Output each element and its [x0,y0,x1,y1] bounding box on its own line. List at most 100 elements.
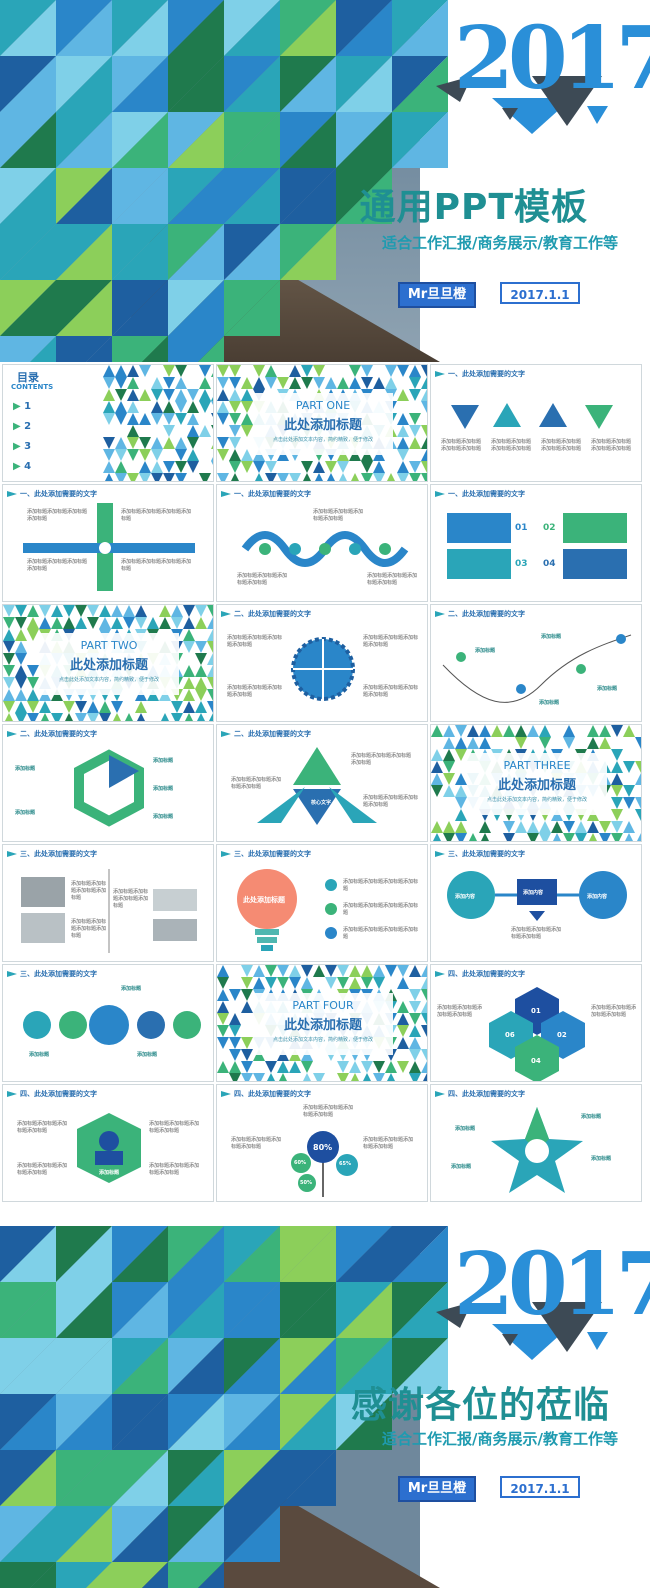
slide-boxes[interactable]: 一、此处添加需要的文字 01 02 03 04 [430,484,642,602]
mosaic-tile [197,713,205,721]
slide-curve[interactable]: 二、此处添加需要的文字 添加标题 添加标题 添加标题 添加标题 [430,604,642,722]
mosaic-tile [195,617,207,629]
toc-item-2: ▶ 2 [13,421,32,432]
mosaic-tile [217,1037,229,1049]
mosaic-tile [163,413,175,425]
slide-header: 一、此处添加需要的文字 [435,369,525,379]
slide-pyramid[interactable]: 二、此处添加需要的文字 核心文字 添加标题添加标题添加标题添加标题 添加标题添加… [216,724,428,842]
mosaic-tile [111,605,123,617]
mosaic-tile [241,1001,253,1013]
mosaic-tile [253,461,265,473]
slide-star[interactable]: 四、此处添加需要的文字 添加标题 添加标题 添加标题 添加标题 [430,1084,642,1202]
mosaic-tile [241,389,253,401]
mosaic-tile [527,821,539,833]
slide-globe[interactable]: 三、此处添加需要的文字 添加标题 添加标题 添加标题 [2,964,214,1082]
mosaic-tile [56,1506,112,1562]
mosaic-tile [51,617,63,629]
mosaic-tile [217,965,229,977]
mosaic-tile [27,665,39,677]
mosaic-tile [301,461,313,473]
cover-slide: 2017 通用PPT模板 适合工作汇报/商务展示/教育工作等 Mr旦旦橙 201… [0,0,650,362]
mosaic-tile [280,1282,336,1338]
mosaic-tile [241,1049,253,1061]
mosaic-tile [15,713,27,721]
slide-part-four[interactable]: PART FOUR 此处添加标题 点击此处添加文本内容，简约精致，便于修改 [216,964,428,1082]
bulb-text-2: 添加标题添加标题添加标题添加标题 [343,903,419,916]
slide-photos[interactable]: 三、此处添加需要的文字 添加标题添加标题添加标题添加标题 添加标题添加标题添加标… [2,844,214,962]
mosaic-tile [217,389,229,401]
toc-item-1: ▶ 1 [13,401,32,412]
mosaic-tile [207,677,213,689]
slide-hexagon[interactable]: 二、此处添加需要的文字 添加标题 添加标题 添加标题 添加标题 添加标题 [2,724,214,842]
mosaic-tile [0,1450,56,1506]
mosaic-tile [337,977,349,989]
slide-gear[interactable]: 二、此处添加需要的文字 添加标题添加标题添加标题添加标题 添加标题添加标题添加标… [216,604,428,722]
mosaic-tile [207,641,213,653]
part-four-box: PART FOUR 此处添加标题 点击此处添加文本内容，简约精致，便于修改 [253,993,393,1055]
photo-text-1: 添加标题添加标题添加标题添加标题 [71,881,107,901]
mosaic-tile [277,977,289,989]
slide-header: 四、此处添加需要的文字 [435,1089,525,1099]
part-two-title: 此处添加标题 [69,658,148,673]
mosaic-tile [336,1338,392,1394]
slide-header: 三、此处添加需要的文字 [7,849,97,859]
mosaic-tile [539,737,551,749]
mosaic-tile [175,473,187,481]
slide-triangles[interactable]: 一、此处添加需要的文字 添加标题添加标题添加标题添加标题 添加标题添加标题添加标… [430,364,642,482]
slide-cross[interactable]: 一、此处添加需要的文字 添加标题添加标题添加标题添加标题 添加标题添加标题添加标… [2,484,214,602]
mosaic-tile [87,713,99,721]
mosaic-tile [265,1061,277,1073]
mosaic-tile [315,473,323,481]
part-three-box: PART THREE 此处添加标题 点击此处添加文本内容，简约精致，便于修改 [467,753,607,815]
slide-toc[interactable]: 目录 CONTENTS ▶ 1 ▶ 2 ▶ 3 ▶ 4 [2,364,214,482]
pyramid-diagram [257,747,377,825]
slide-bulb[interactable]: 三、此处添加需要的文字 此处添加标题 添加标题添加标题添加标题添加标题 添加标题… [216,844,428,962]
mosaic-tile [103,413,115,425]
mosaic-tile [280,1338,336,1394]
hex-title-4: 添加标题 [153,786,174,792]
mosaic-tile [421,401,427,413]
mosaic-tile [56,336,112,362]
mosaic-tile [409,377,421,389]
mosaic-tile [433,833,441,841]
slide-wave[interactable]: 一、此处添加需要的文字 添加标题添加标题添加标题添加标题 添加标题添加标题添加标… [216,484,428,602]
mosaic-tile [229,989,241,1001]
slide-person[interactable]: 四、此处添加需要的文字 添加标题 添加标题添加标题添加标题添加标题 添加标题添加… [2,1084,214,1202]
mosaic-tile [63,701,75,713]
mosaic-tile [183,677,195,689]
mosaic-tile [199,473,211,481]
mosaic-tile [336,56,392,112]
mosaic-tile [183,665,195,677]
mosaic-tile [392,1226,448,1282]
mosaic-tile [151,449,163,461]
mosaic-tile [195,677,207,689]
slide-tree[interactable]: 四、此处添加需要的文字 80% 65% 60% 50% 添加标题添加标题添加标题… [216,1084,428,1202]
mosaic-tile [0,1282,56,1338]
slide-part-three[interactable]: PART THREE 此处添加标题 点击此处添加文本内容，简约精致，便于修改 [430,724,642,842]
mosaic-tile [265,365,277,377]
mosaic-tile [112,1226,168,1282]
mosaic-tile [56,1450,112,1506]
bulb-diagram [237,869,337,951]
mosaic-tile [277,449,289,461]
cover-subtitle: 适合工作汇报/商务展示/教育工作等 [382,234,618,252]
slide-part-two[interactable]: PART TWO 此处添加标题 点击此处添加文本内容，简约精致，便于修改 [2,604,214,722]
mosaic-tile [277,1049,289,1061]
num-02: 02 [543,523,556,533]
mosaic-tile [112,112,168,168]
mosaic-tile [159,689,171,701]
mosaic-tile [421,425,427,437]
mosaic-tile [455,809,467,821]
mosaic-tile [198,1562,224,1588]
slide-part-one[interactable]: PART ONE 此处添加标题 点击此处添加文本内容，简约精致，便于修改 [216,364,428,482]
ending-mosaic [0,1226,448,1588]
slide-six-hex[interactable]: 四、此处添加需要的文字 01 02 06 04 添加标题添加标题添加标题添加标题… [430,964,642,1082]
mosaic-tile [217,377,229,389]
mosaic-tile [635,761,641,773]
mosaic-tile [303,1073,311,1081]
slide-flow[interactable]: 三、此处添加需要的文字 添加内容 添加内容 添加内容 添加标题添加标题添加标题添… [430,844,642,962]
mosaic-tile [75,713,87,721]
mosaic-tile [397,965,409,977]
ending-subtitle: 适合工作汇报/商务展示/教育工作等 [382,1430,618,1448]
star-title-1: 添加标题 [455,1126,476,1132]
